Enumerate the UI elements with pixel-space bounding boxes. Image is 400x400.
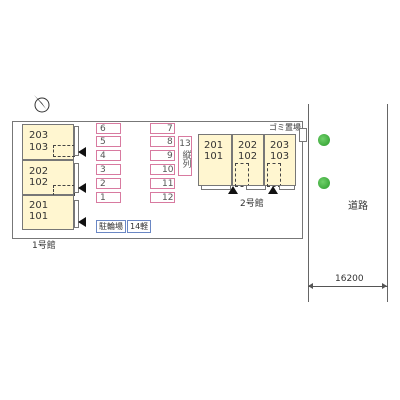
building2-unit-1: 201 101 (198, 134, 232, 186)
balcony-bar (246, 185, 266, 190)
parking-stall: 5 (96, 136, 121, 147)
unit-upper: 202 (238, 140, 258, 151)
tree-icon (318, 134, 330, 146)
dimension-line (308, 286, 388, 287)
parking-count-tag: 14軽 (127, 220, 152, 233)
road-edge-right (387, 104, 388, 302)
unit-lower: 102 (29, 177, 49, 188)
unit-lower: 102 (238, 151, 258, 162)
balcony-bar (74, 126, 79, 156)
building1-unit-1: 201 101 (22, 195, 74, 230)
parking-stall: 8 (150, 136, 175, 147)
parking-stall: 10 (150, 164, 175, 175)
tree-icon (318, 177, 330, 189)
garbage-box (299, 128, 307, 142)
parking-stall: 1 (96, 192, 121, 203)
unit-upper: 202 (29, 166, 49, 177)
garbage-label: ゴミ置場 (269, 123, 301, 132)
parking-stall: 4 (96, 150, 121, 161)
unit-lower: 103 (270, 151, 290, 162)
unit-upper: 201 (204, 140, 224, 151)
entrance-arrow-icon (268, 186, 278, 194)
building1-label: 1号館 (32, 241, 56, 251)
unit-lower: 101 (204, 151, 224, 162)
dimension-arrow-left-icon (308, 283, 313, 289)
balcony-bar (201, 185, 231, 190)
unit-lower: 103 (29, 142, 49, 153)
balcony-bar (74, 200, 79, 228)
road-edge-left (308, 104, 309, 302)
building2-unit-3: 203 103 (264, 134, 296, 187)
unit-upper: 203 (29, 130, 49, 141)
entrance-recess (267, 163, 281, 187)
entrance-arrow-icon (78, 217, 86, 227)
road-width-value: 16200 (335, 274, 364, 284)
compass (30, 92, 54, 116)
balcony-bar (279, 185, 295, 190)
unit-upper: 203 (270, 140, 290, 151)
entrance-arrow-icon (228, 186, 238, 194)
building2-unit-2: 202 102 (232, 134, 264, 187)
parking-stall: 6 (96, 123, 121, 134)
parking-stall: 3 (96, 164, 121, 175)
entrance-recess (235, 163, 249, 187)
building1-unit-2: 202 102 (22, 160, 75, 196)
building2-label: 2号館 (240, 199, 264, 209)
north-arrow-icon (34, 95, 50, 113)
bicycle-parking-tag: 駐輪場 (96, 220, 126, 233)
unit-lower: 101 (29, 211, 49, 222)
building1-unit-3: 203 103 (22, 124, 75, 160)
tandem-stall: 13 縦列 (178, 136, 192, 176)
entrance-recess (53, 145, 75, 157)
tandem-stall-note: 縦列 (180, 150, 191, 168)
parking-stall: 7 (150, 123, 175, 134)
parking-stall: 12 (150, 192, 175, 203)
parking-stall: 11 (150, 178, 175, 189)
unit-upper: 201 (29, 200, 49, 211)
parking-stall: 9 (150, 150, 175, 161)
entrance-arrow-icon (78, 183, 86, 193)
road-label: 道路 (348, 201, 368, 212)
tandem-stall-number: 13 (179, 139, 191, 149)
dimension-arrow-right-icon (382, 283, 387, 289)
balcony-bar (74, 163, 79, 193)
entrance-arrow-icon (78, 147, 86, 157)
parking-stall: 2 (96, 178, 121, 189)
